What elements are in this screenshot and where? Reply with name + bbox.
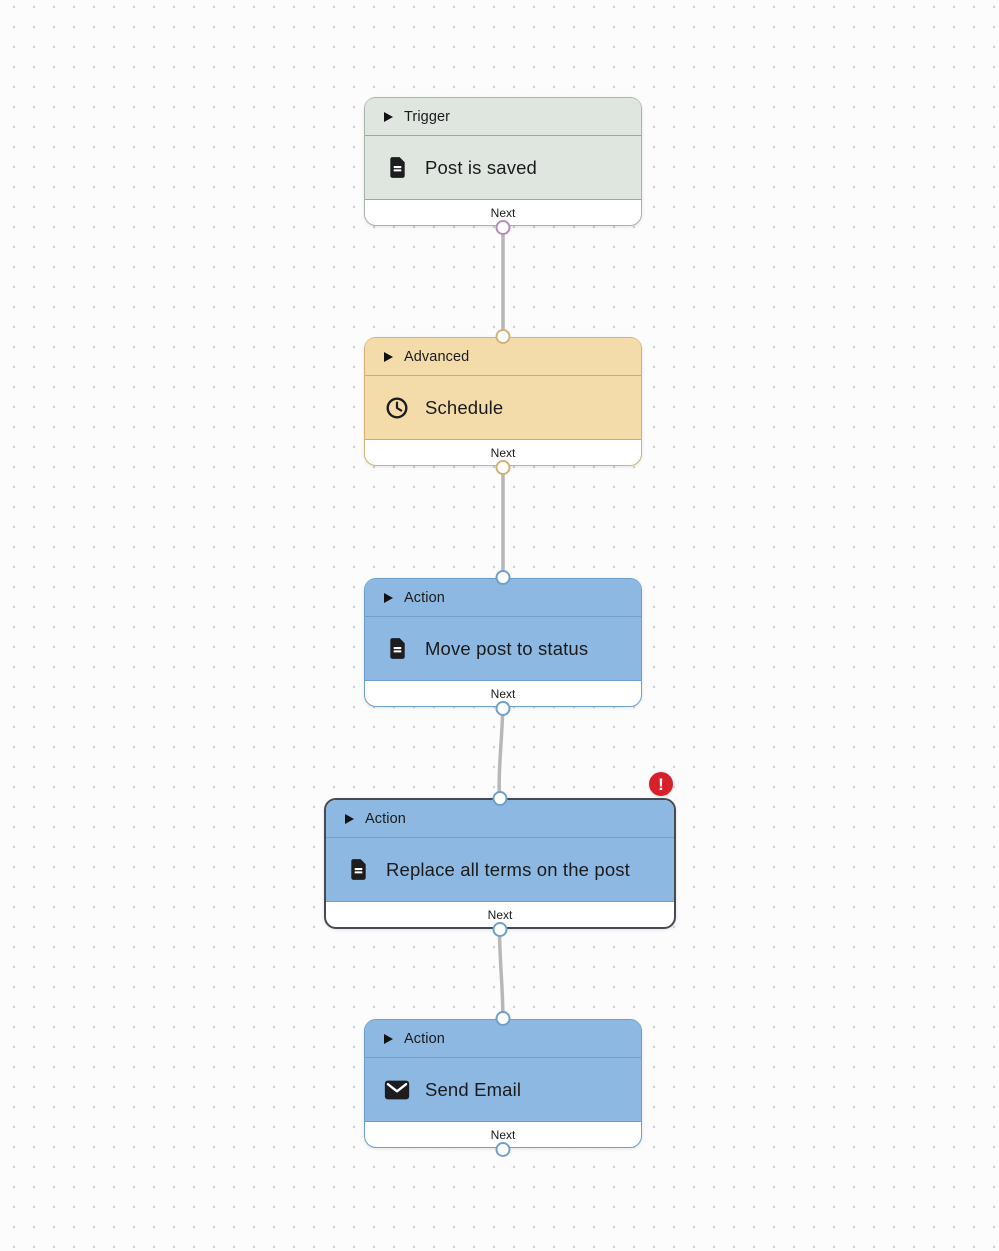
workflow-node-replace-terms[interactable]: ! Action Replace all terms on the post N… [324,772,676,937]
edge-action1-to-action2[interactable] [497,703,505,802]
collapse-triangle-icon[interactable] [345,813,354,824]
error-badge-icon[interactable]: ! [649,772,673,796]
node-title: Post is saved [425,156,537,178]
workflow-node-trigger[interactable]: Trigger Post is saved Next [364,97,642,235]
input-port[interactable] [492,790,508,806]
node-footer: Next [365,440,641,465]
node-header[interactable]: Trigger [365,98,641,136]
next-label: Next [490,686,516,701]
output-port[interactable] [492,921,508,937]
node-title: Schedule [425,396,504,418]
document-icon [345,858,371,881]
node-body[interactable]: Move post to status [365,617,641,681]
node-header[interactable]: Action [326,800,674,838]
next-label: Next [490,445,516,460]
output-port[interactable] [495,459,511,475]
node-footer: Next [326,902,674,927]
node-title: Replace all terms on the post [386,858,630,880]
node-header[interactable]: Action [365,579,641,617]
node-category-label: Trigger [404,108,451,125]
node-body[interactable]: Send Email [365,1058,641,1122]
collapse-triangle-icon[interactable] [384,351,393,362]
collapse-triangle-icon[interactable] [384,111,393,122]
node-title: Send Email [425,1078,522,1100]
collapse-triangle-icon[interactable] [384,1033,393,1044]
output-port[interactable] [495,219,511,235]
node-header[interactable]: Advanced [365,338,641,376]
workflow-node-schedule[interactable]: Advanced Schedule Next [364,328,642,475]
input-port[interactable] [495,328,511,344]
workflow-node-send-email[interactable]: Action Send Email Next [364,1010,642,1157]
next-label: Next [490,205,516,220]
node-footer: Next [365,1122,641,1147]
node-category-label: Action [404,589,445,606]
node-footer: Next [365,200,641,225]
node-footer: Next [365,681,641,706]
node-header[interactable]: Action [365,1020,641,1058]
input-port[interactable] [495,1010,511,1026]
next-label: Next [490,1127,516,1142]
collapse-triangle-icon[interactable] [384,592,393,603]
node-category-label: Action [365,810,406,827]
mail-icon [384,1079,410,1101]
node-category-label: Advanced [404,348,470,365]
edge-action2-to-action3[interactable] [497,922,505,1023]
node-body[interactable]: Schedule [365,376,641,440]
node-body[interactable]: Post is saved [365,136,641,200]
output-port[interactable] [495,1141,511,1157]
node-title: Move post to status [425,637,589,659]
output-port[interactable] [495,700,511,716]
node-category-label: Action [404,1030,445,1047]
node-body[interactable]: Replace all terms on the post [326,838,674,902]
document-icon [384,156,410,179]
clock-icon [384,396,410,420]
workflow-node-move-post[interactable]: Action Move post to status Next [364,569,642,716]
document-icon [384,637,410,660]
input-port[interactable] [495,569,511,585]
next-label: Next [487,907,513,922]
